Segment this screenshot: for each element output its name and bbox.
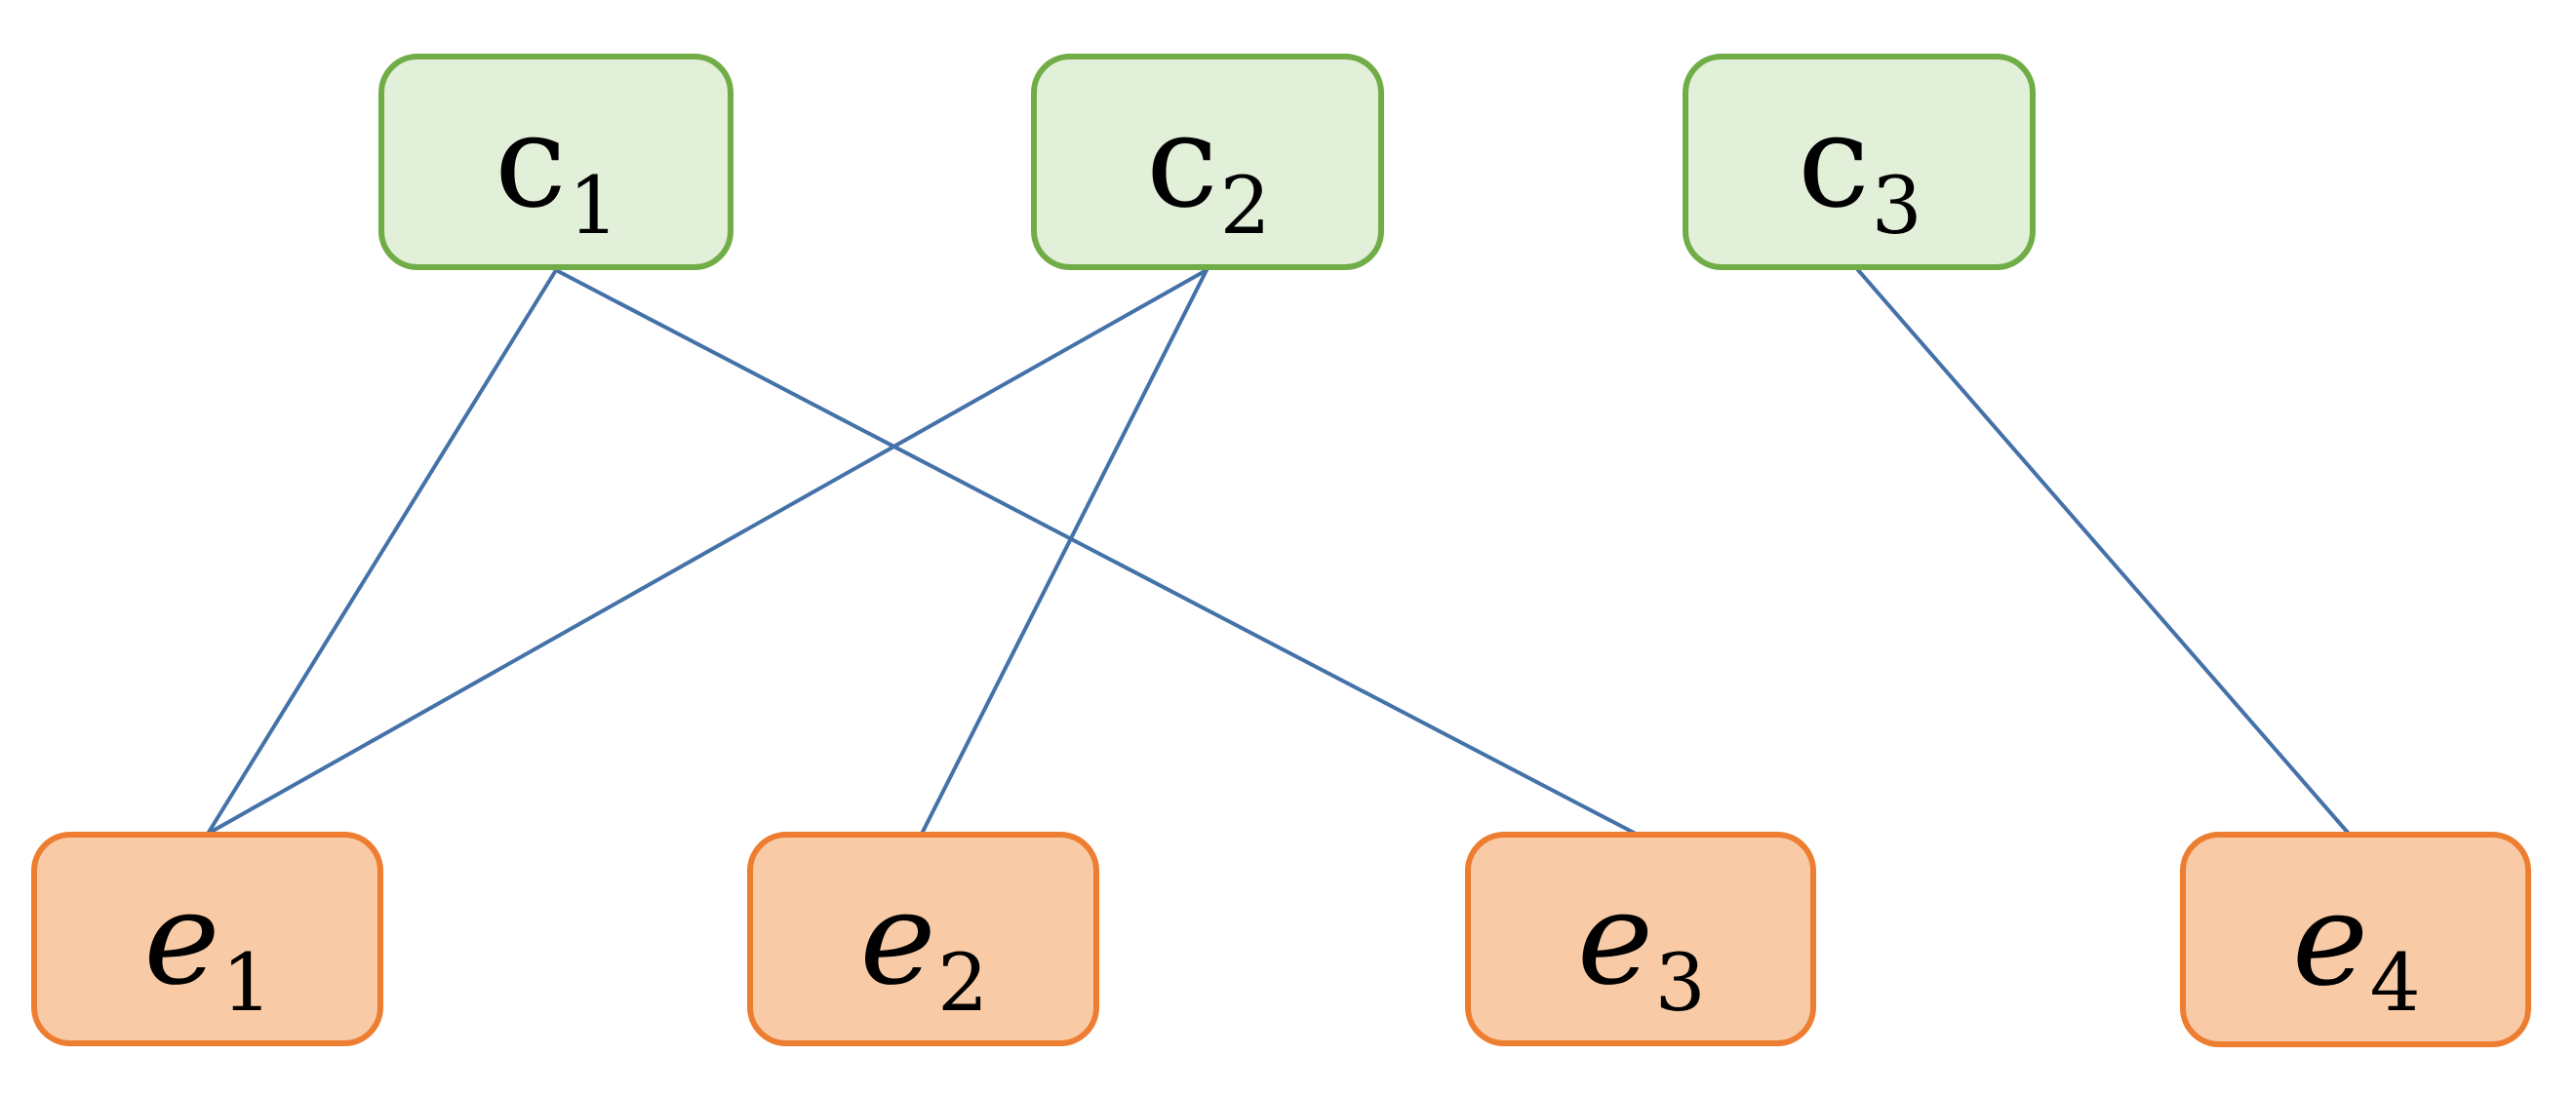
- node-label-subscript-c3: 3: [1871, 159, 1922, 253]
- edge-c3-to-e4: [1856, 268, 2351, 836]
- node-label-base-e4: e: [2291, 864, 2369, 1015]
- node-label-base-e2: e: [859, 864, 936, 1014]
- node-label-subscript-c1: 1: [568, 159, 619, 253]
- node-label-subscript-e4: 4: [2369, 937, 2421, 1031]
- edge-c1-to-e1: [206, 268, 558, 836]
- node-label-base-c3: c: [1798, 87, 1870, 237]
- node-label-subscript-c2: 2: [1219, 159, 1271, 253]
- node-label-base-c1: c: [495, 87, 567, 237]
- node-label-subscript-e2: 2: [937, 936, 989, 1030]
- edge-c1-to-e3: [554, 268, 1638, 836]
- node-label-base-e3: e: [1576, 864, 1654, 1014]
- node-label-subscript-e3: 3: [1654, 936, 1706, 1030]
- edge-c2-to-e1: [206, 268, 1209, 836]
- node-label-base-e1: e: [143, 864, 220, 1014]
- node-label-base-c2: c: [1146, 87, 1218, 237]
- edge-c2-to-e2: [920, 268, 1209, 836]
- node-label-subscript-e1: 1: [221, 936, 273, 1030]
